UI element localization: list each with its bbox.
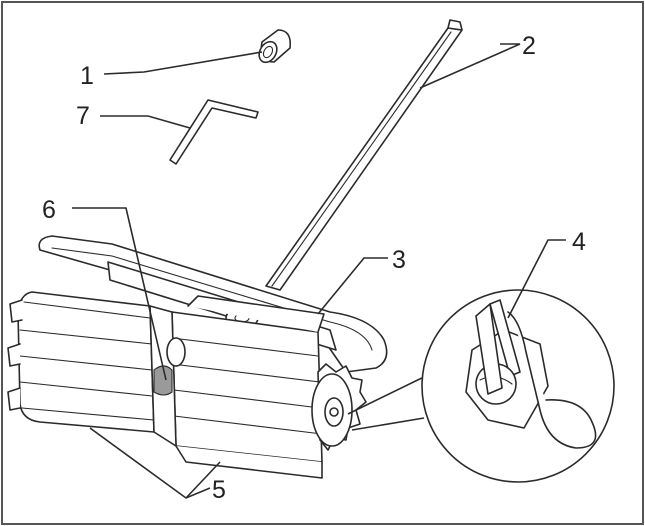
leader-1 [103, 51, 263, 75]
center-bearing-part [149, 305, 186, 447]
leader-6 [72, 207, 167, 381]
callout-3: 3 [392, 246, 406, 274]
leader-lines [72, 43, 566, 499]
leader-3 [317, 257, 388, 315]
leader-5b [185, 461, 221, 499]
hex-key-part [169, 99, 259, 165]
leader-7 [100, 115, 191, 129]
shaft-part [265, 19, 463, 291]
callout-4: 4 [572, 228, 586, 256]
callout-1: 1 [80, 62, 94, 90]
drum-left-part [7, 291, 155, 433]
callout-6: 6 [42, 196, 56, 224]
end-sprocket-part [311, 363, 367, 451]
pin-cap-part [258, 29, 292, 64]
callout-5: 5 [212, 476, 226, 504]
callout-2: 2 [522, 32, 536, 60]
drum-right-part [171, 295, 325, 479]
leader-4 [507, 239, 566, 319]
callout-7: 7 [76, 102, 90, 130]
leader-2 [419, 43, 521, 89]
detail-magnifier [347, 289, 615, 483]
